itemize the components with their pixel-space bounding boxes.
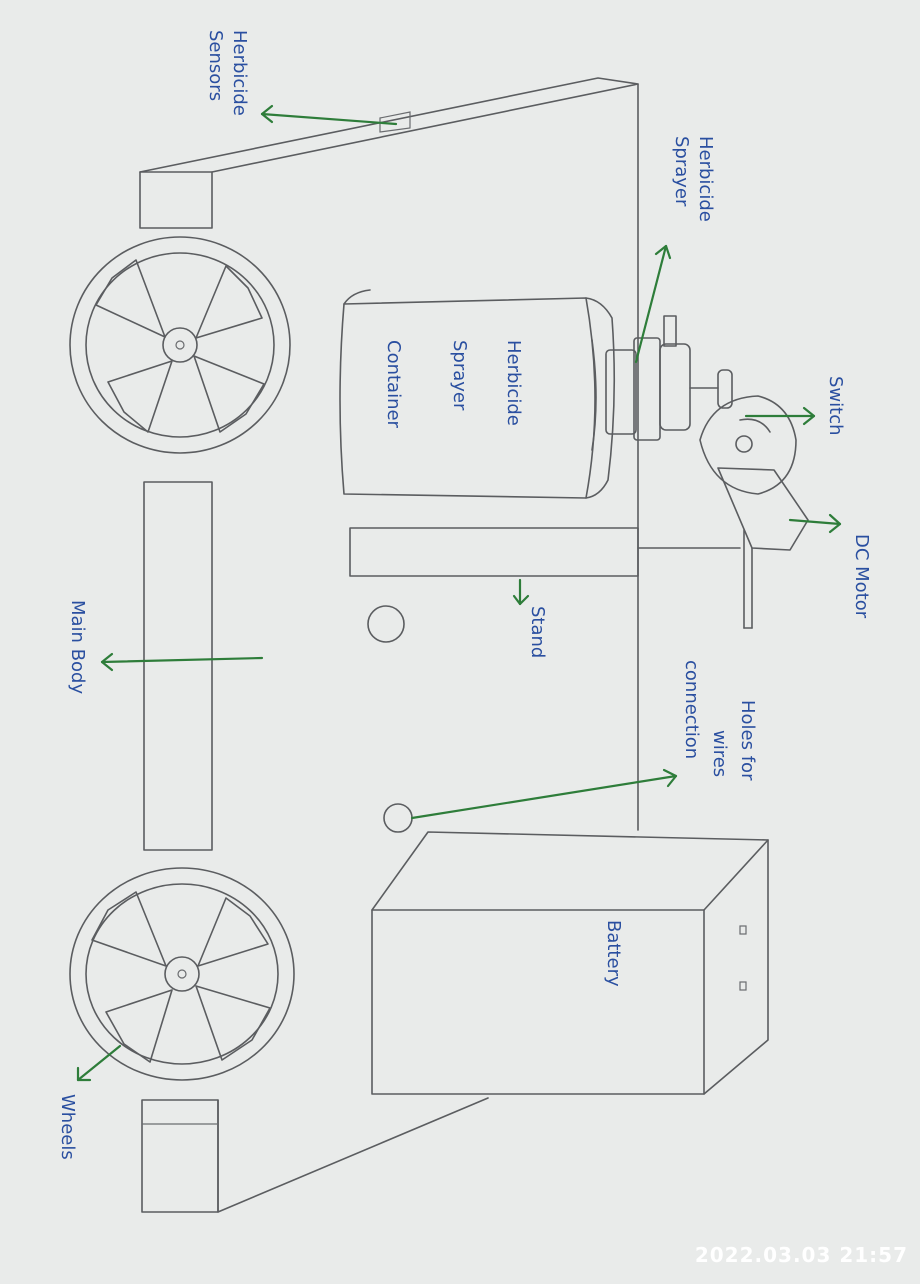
arrow-dc-motor — [790, 515, 840, 532]
wheel-bottom — [70, 868, 294, 1080]
arrow-main-body — [102, 654, 262, 670]
stand — [350, 528, 740, 576]
label-line: connection — [681, 660, 702, 759]
label-stand: Stand — [527, 606, 548, 658]
arrow-stand — [514, 580, 528, 604]
main-body — [144, 482, 212, 850]
sprayer-nozzle — [606, 316, 732, 440]
label-line: Sprayer — [449, 340, 470, 411]
label-text: Wheels — [57, 1094, 78, 1160]
label-line: Herbicide — [503, 340, 524, 426]
wire-hole-lower — [384, 804, 412, 832]
label-sprayer-container: Herbicide Sprayer Container — [383, 340, 524, 429]
label-line: wires — [709, 730, 730, 777]
label-switch: Switch — [825, 376, 846, 436]
label-line: Herbicide — [229, 30, 250, 116]
label-holes: Holes for wires connection — [681, 660, 758, 781]
label-wheels: Wheels — [57, 1094, 78, 1160]
label-battery: Battery — [603, 920, 624, 987]
switch — [700, 396, 796, 494]
wheel-top — [70, 237, 290, 453]
label-text: DC Motor — [851, 534, 872, 619]
label-line: Sensors — [205, 30, 226, 101]
bottom-frame-beam — [218, 1098, 488, 1212]
label-line: Holes for — [737, 700, 758, 781]
wire-hole-upper — [368, 606, 404, 642]
label-dc-motor: DC Motor — [851, 534, 872, 619]
label-herbicide-sprayer: Herbicide Sprayer — [671, 136, 716, 222]
top-corner-block — [140, 172, 212, 228]
arrow-wheels — [78, 1046, 120, 1080]
label-text: Main Body — [67, 600, 88, 694]
label-text: Battery — [603, 920, 624, 987]
label-line: Container — [383, 340, 404, 429]
label-text: Switch — [825, 376, 846, 436]
arrow-holes — [412, 770, 676, 818]
sprayer-container — [340, 290, 614, 498]
arrow-switch — [746, 408, 814, 424]
label-herbicide-sensors: Herbicide Sensors — [205, 30, 250, 116]
label-line: Herbicide — [695, 136, 716, 222]
battery-box — [372, 832, 768, 1094]
label-line: Sprayer — [671, 136, 692, 207]
arrow-sensors — [262, 106, 396, 124]
label-text: Stand — [527, 606, 548, 658]
photo-timestamp: 2022.03.03 21:57 — [695, 1243, 908, 1267]
label-main-body: Main Body — [67, 600, 88, 694]
bottom-corner-block — [142, 1100, 218, 1212]
